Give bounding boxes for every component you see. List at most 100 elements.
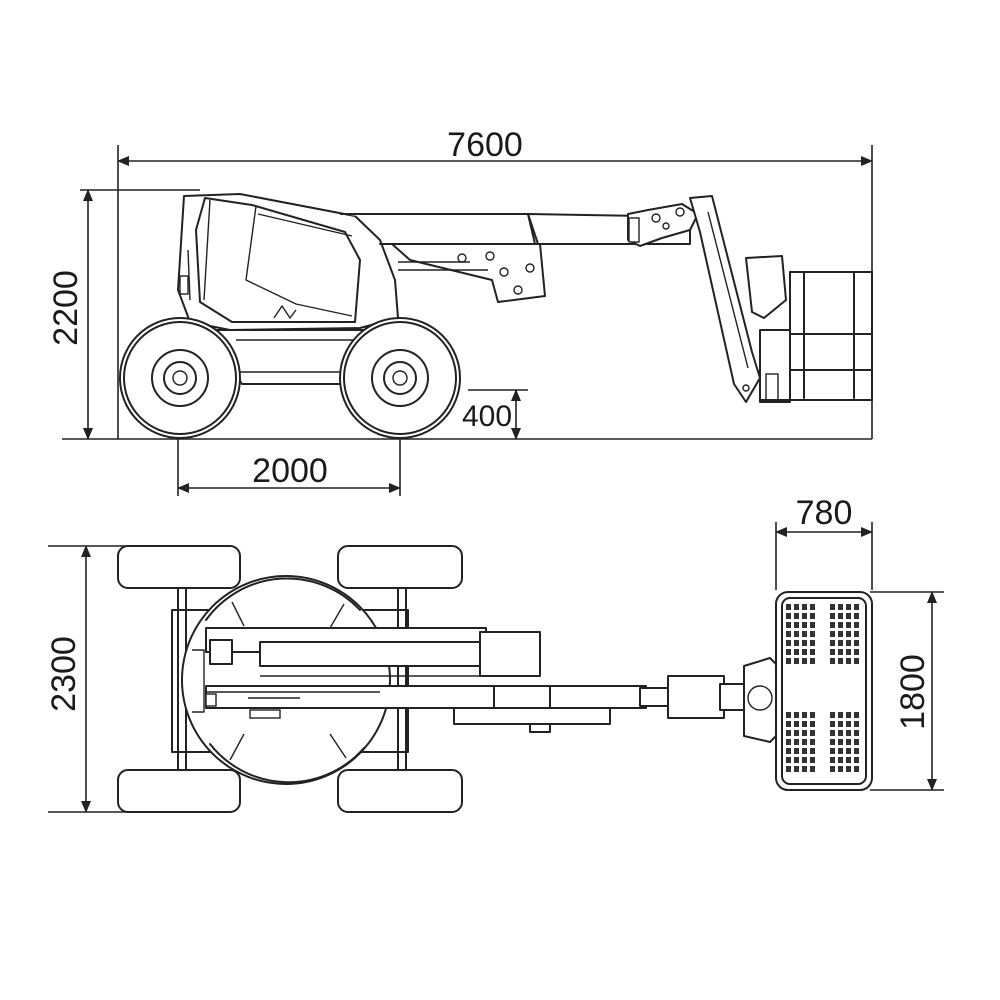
grating-cell bbox=[802, 640, 807, 646]
grating-cell bbox=[802, 757, 807, 763]
grating-cell bbox=[838, 649, 843, 655]
grating-cell bbox=[846, 622, 851, 628]
grating-cell bbox=[854, 712, 859, 718]
grating-cell bbox=[854, 604, 859, 610]
grating-cell bbox=[838, 712, 843, 718]
dimension-label: 780 bbox=[796, 494, 853, 532]
grating-cell bbox=[830, 739, 835, 745]
grating-cell bbox=[854, 649, 859, 655]
grating-cell bbox=[802, 658, 807, 664]
grating-cell bbox=[854, 721, 859, 727]
side-view: 7600 2200 400 2000 bbox=[47, 126, 873, 496]
grating-cell bbox=[810, 658, 815, 664]
grating-cell bbox=[846, 766, 851, 772]
grating-cell bbox=[810, 721, 815, 727]
grating-cell bbox=[838, 640, 843, 646]
grating-cell bbox=[838, 658, 843, 664]
dimension-overall-height: 2200 bbox=[47, 189, 93, 440]
grating-cell bbox=[838, 748, 843, 754]
platform-grating bbox=[786, 604, 859, 772]
wheel-front-side bbox=[119, 317, 241, 439]
grating-cell bbox=[830, 658, 835, 664]
grating-cell bbox=[846, 712, 851, 718]
grating-cell bbox=[830, 640, 835, 646]
grating-cell bbox=[830, 757, 835, 763]
grating-cell bbox=[830, 748, 835, 754]
grating-cell bbox=[794, 640, 799, 646]
grating-cell bbox=[794, 766, 799, 772]
main-boom bbox=[340, 213, 691, 303]
grating-cell bbox=[810, 604, 815, 610]
dimension-label: 1800 bbox=[894, 654, 932, 730]
grating-cell bbox=[838, 721, 843, 727]
boom-knuckle bbox=[627, 203, 699, 247]
grating-cell bbox=[794, 757, 799, 763]
grating-cell bbox=[846, 631, 851, 637]
grating-cell bbox=[810, 649, 815, 655]
grating-cell bbox=[786, 640, 791, 646]
grating-cell bbox=[786, 712, 791, 718]
grating-cell bbox=[854, 748, 859, 754]
grating-cell bbox=[830, 622, 835, 628]
grating-cell bbox=[810, 712, 815, 718]
grating-cell bbox=[802, 604, 807, 610]
grating-cell bbox=[838, 757, 843, 763]
grating-cell bbox=[794, 658, 799, 664]
grating-cell bbox=[854, 622, 859, 628]
grating-cell bbox=[794, 604, 799, 610]
grating-cell bbox=[794, 631, 799, 637]
top-view: 2300 780 1800 bbox=[45, 494, 944, 813]
grating-cell bbox=[854, 730, 859, 736]
grating-cell bbox=[854, 640, 859, 646]
dimension-label: 2000 bbox=[252, 452, 328, 490]
grating-cell bbox=[838, 613, 843, 619]
grating-cell bbox=[794, 613, 799, 619]
grating-cell bbox=[846, 757, 851, 763]
boom-top bbox=[205, 627, 647, 733]
grating-cell bbox=[846, 649, 851, 655]
grating-cell bbox=[802, 712, 807, 718]
grating-cell bbox=[794, 739, 799, 745]
grating-cell bbox=[854, 613, 859, 619]
grating-cell bbox=[810, 730, 815, 736]
grating-cell bbox=[846, 604, 851, 610]
grating-cell bbox=[854, 766, 859, 772]
grating-cell bbox=[810, 739, 815, 745]
grating-cell bbox=[846, 748, 851, 754]
grating-cell bbox=[802, 613, 807, 619]
dimension-label: 2300 bbox=[45, 636, 83, 712]
dimension-platform-width: 1800 bbox=[894, 591, 937, 791]
grating-cell bbox=[838, 622, 843, 628]
dimension-label: 2200 bbox=[47, 270, 85, 346]
dimension-overall-width: 2300 bbox=[45, 545, 91, 813]
grating-cell bbox=[786, 748, 791, 754]
dimension-ground-clearance: 400 bbox=[462, 389, 521, 440]
grating-cell bbox=[830, 631, 835, 637]
grating-cell bbox=[802, 622, 807, 628]
grating-cell bbox=[846, 640, 851, 646]
grating-cell bbox=[802, 730, 807, 736]
grating-cell bbox=[810, 640, 815, 646]
grating-cell bbox=[786, 631, 791, 637]
grating-cell bbox=[786, 766, 791, 772]
wheel-rear-side bbox=[339, 317, 461, 439]
grating-cell bbox=[830, 766, 835, 772]
grating-cell bbox=[810, 757, 815, 763]
wheel-top-left-rear bbox=[117, 769, 241, 813]
grating-cell bbox=[802, 649, 807, 655]
grating-cell bbox=[846, 739, 851, 745]
grating-cell bbox=[838, 631, 843, 637]
grating-cell bbox=[794, 748, 799, 754]
grating-cell bbox=[838, 766, 843, 772]
grating-cell bbox=[794, 649, 799, 655]
grating-cell bbox=[786, 604, 791, 610]
grating-cell bbox=[794, 721, 799, 727]
dimension-platform-length: 780 bbox=[775, 494, 873, 537]
grating-cell bbox=[794, 712, 799, 718]
dimension-wheelbase: 2000 bbox=[177, 452, 401, 493]
grating-cell bbox=[830, 604, 835, 610]
grating-cell bbox=[802, 631, 807, 637]
grating-cell bbox=[786, 658, 791, 664]
grating-cell bbox=[786, 739, 791, 745]
dimension-label: 7600 bbox=[447, 126, 523, 164]
